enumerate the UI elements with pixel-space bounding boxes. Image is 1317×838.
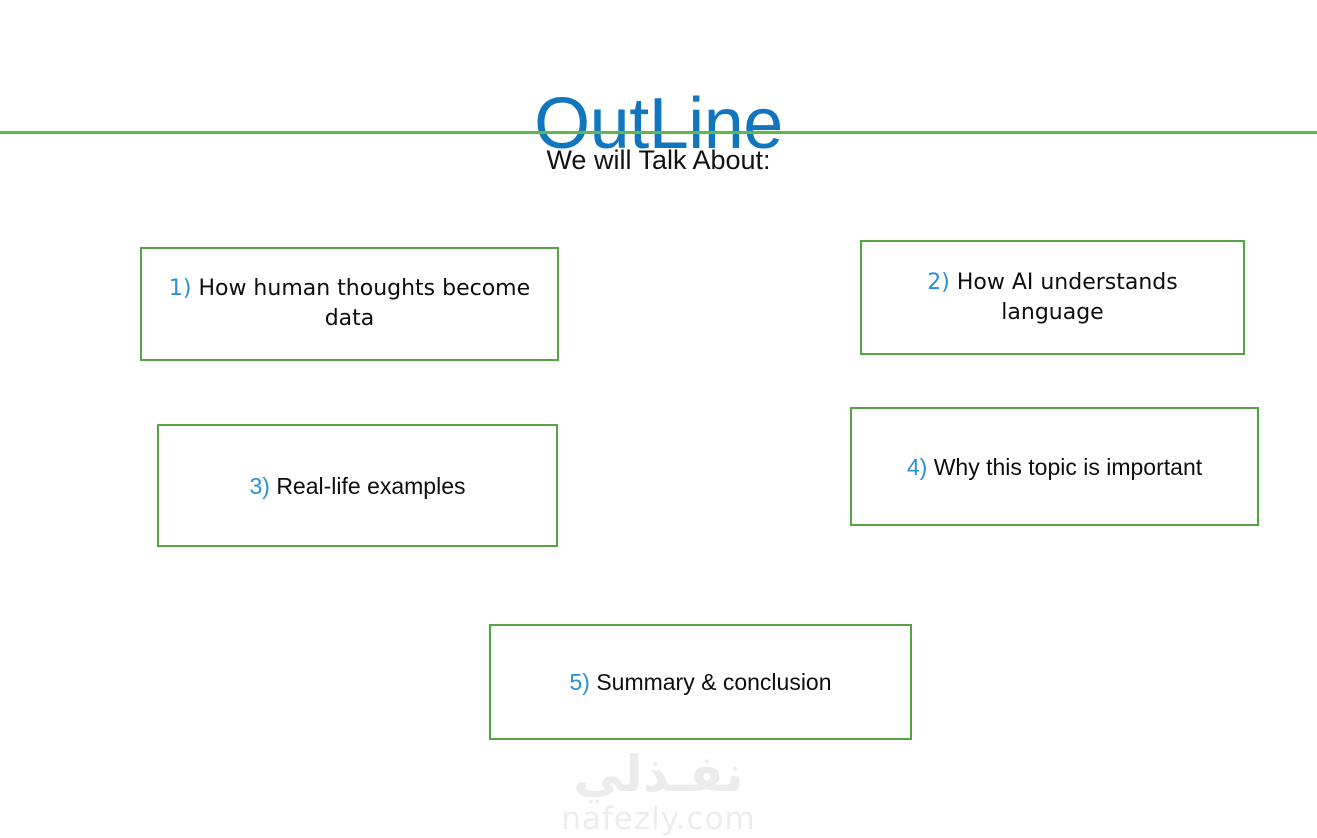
- outline-item-3-number: 3): [249, 472, 270, 499]
- outline-item-3-label: Real-life examples: [276, 472, 466, 499]
- outline-item-1-text: 1) How human thoughts become data: [156, 274, 543, 334]
- outline-item-5-number: 5): [569, 669, 590, 695]
- outline-item-4-number: 4): [906, 453, 928, 480]
- outline-item-2-text: 2) How AI understands language: [876, 268, 1229, 328]
- outline-item-5-label: Summary & conclusion: [596, 669, 832, 695]
- outline-item-2[interactable]: 2) How AI understands language: [860, 240, 1245, 355]
- watermark: نفـذلي nafezly.com: [0, 746, 1317, 836]
- outline-item-4[interactable]: 4) Why this topic is important: [850, 407, 1259, 526]
- outline-item-1-number: 1): [168, 276, 192, 301]
- watermark-domain-text: nafezly.com: [561, 801, 756, 837]
- outline-item-1-label: How human thoughts become data: [198, 276, 531, 331]
- title-divider: [0, 131, 1317, 134]
- slide-subtitle: We will Talk About:: [546, 145, 771, 175]
- outline-item-1[interactable]: 1) How human thoughts become data: [140, 247, 559, 361]
- outline-item-2-label: How AI understands language: [956, 269, 1178, 325]
- outline-item-2-number: 2): [927, 269, 950, 295]
- outline-item-5[interactable]: 5) Summary & conclusion: [489, 624, 912, 740]
- outline-item-4-label: Why this topic is important: [933, 453, 1203, 480]
- outline-item-4-text: 4) Why this topic is important: [907, 452, 1202, 482]
- outline-item-3[interactable]: 3) Real-life examples: [157, 424, 558, 547]
- outline-item-3-text: 3) Real-life examples: [249, 471, 465, 501]
- page-title: OutLine: [534, 84, 783, 165]
- outline-item-5-text: 5) Summary & conclusion: [569, 667, 831, 697]
- watermark-arabic-text: نفـذلي: [573, 745, 744, 803]
